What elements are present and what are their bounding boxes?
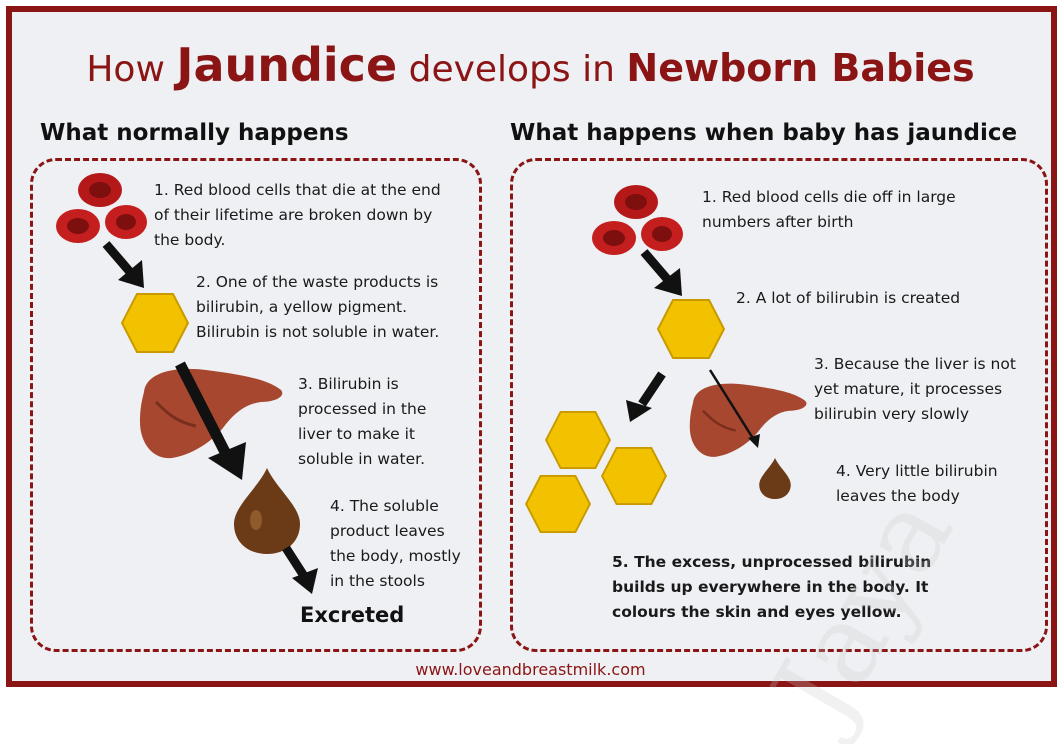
right-step-2: 2. A lot of bilirubin is created (736, 286, 960, 311)
arrow-icon (176, 362, 256, 482)
right-step-4: 4. Very little bilirubin leaves the body (836, 459, 998, 509)
red-blood-cells-icon (56, 168, 148, 246)
right-step-3: 3. Because the liver is not yet mature, … (814, 352, 1016, 427)
left-step-2: 2. One of the waste products is bilirubi… (196, 270, 439, 345)
red-blood-cells-icon (592, 180, 684, 258)
stool-drop-icon (232, 468, 302, 556)
title-newborn-babies: Newborn Babies (626, 46, 974, 90)
bilirubin-hexagon-icon (120, 292, 190, 354)
bilirubin-hexagon-icon (600, 446, 668, 506)
bilirubin-hexagon-icon (524, 474, 592, 534)
footer-url[interactable]: www.loveandbreastmilk.com (0, 660, 1061, 679)
arrow-icon (100, 240, 150, 290)
bilirubin-hexagon-icon (656, 298, 726, 360)
arrow-icon (706, 368, 766, 450)
arrow-icon (640, 250, 688, 298)
arrow-icon (624, 372, 668, 422)
right-heading: What happens when baby has jaundice (510, 120, 1017, 146)
left-step-1: 1. Red blood cells that die at the end o… (154, 178, 441, 253)
stool-drop-icon (758, 458, 792, 500)
left-step-4: 4. The soluble product leaves the body, … (330, 494, 461, 594)
right-step-1: 1. Red blood cells die off in large numb… (702, 185, 956, 235)
excreted-label: Excreted (300, 603, 404, 627)
left-heading: What normally happens (40, 120, 349, 146)
title-part-1: How (86, 49, 176, 90)
right-step-5: 5. The excess, unprocessed bilirubin bui… (612, 550, 931, 625)
title-part-3: develops in (397, 49, 626, 90)
poster-title: How Jaundice develops in Newborn Babies (0, 38, 1061, 92)
title-jaundice: Jaundice (176, 38, 397, 92)
left-step-3: 3. Bilirubin is processed in the liver t… (298, 372, 426, 472)
arrow-icon (282, 546, 322, 594)
